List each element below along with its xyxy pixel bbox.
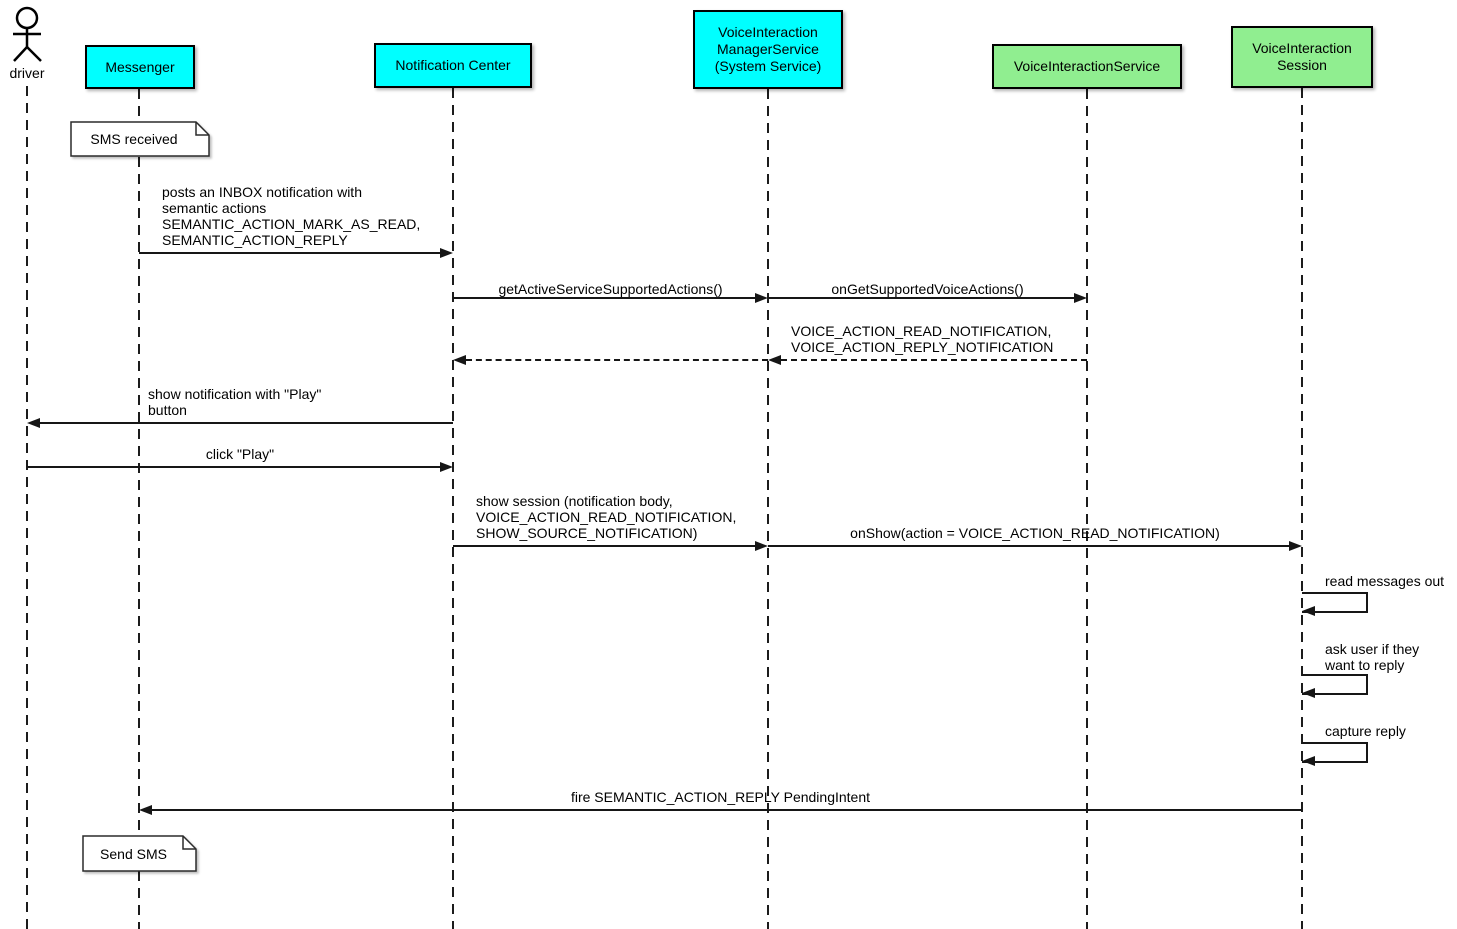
participant-notification-center: Notification Center xyxy=(374,43,532,88)
participant-voiceinteraction-session: VoiceInteraction Session xyxy=(1231,26,1373,88)
arrowhead-icon xyxy=(768,355,781,365)
msg-voice-actions-reply-line xyxy=(781,359,1087,361)
arrowhead-icon xyxy=(440,462,453,472)
participant-voiceinteraction-managerservice: VoiceInteraction ManagerService (System … xyxy=(693,10,843,89)
participant-voiceinteractionservice: VoiceInteractionService xyxy=(992,44,1182,89)
note-send-sms: Send SMS xyxy=(82,835,197,872)
msg-capture-reply-label: capture reply xyxy=(1325,723,1406,739)
arrowhead-icon xyxy=(1302,606,1315,616)
arrowhead-icon xyxy=(1302,688,1315,698)
msg-ask-user-reply-label: ask user if they want to reply xyxy=(1325,641,1420,673)
msg-show-notification-line xyxy=(40,422,453,424)
msg-fire-semantic-action-reply-line xyxy=(152,809,1302,811)
msg-read-messages-out-label: read messages out xyxy=(1325,573,1445,589)
lifeline-messenger xyxy=(138,89,140,929)
note-shape xyxy=(70,121,210,157)
arrowhead-icon xyxy=(755,293,768,303)
participant-messenger: Messenger xyxy=(85,45,195,89)
note-text: SMS received xyxy=(90,131,178,147)
lifeline-notification-center xyxy=(452,88,454,929)
arrowhead-icon xyxy=(1289,541,1302,551)
msg-voice-actions-reply-label: VOICE_ACTION_READ_NOTIFICATION, VOICE_AC… xyxy=(791,323,1054,355)
msg-show-session-line xyxy=(453,545,755,547)
msg-get-active-service-supported-actions-label: getActiveServiceSupportedActions() xyxy=(498,281,723,297)
note-sms-received: SMS received xyxy=(70,121,210,157)
msg-onshow-line xyxy=(768,545,1289,547)
msg-get-active-service-supported-actions-line xyxy=(453,297,755,299)
msg-fire-semantic-action-reply-label: fire SEMANTIC_ACTION_REPLY PendingIntent xyxy=(570,789,871,805)
arrowhead-icon xyxy=(453,355,466,365)
lifeline-voiceinteractionservice xyxy=(1086,89,1088,929)
msg-read-messages-out-selfloop xyxy=(1302,592,1368,613)
msg-posts-inbox-line xyxy=(139,252,441,254)
lifeline-voiceinteraction-session xyxy=(1301,88,1303,929)
msg-onshow-label: onShow(action = VOICE_ACTION_READ_NOTIFI… xyxy=(850,525,1220,541)
arrowhead-icon xyxy=(440,248,453,258)
msg-click-play-line xyxy=(27,466,440,468)
arrowhead-icon xyxy=(1302,756,1315,766)
note-text: Send SMS xyxy=(100,845,167,862)
msg-posts-inbox-label: posts an INBOX notification with semanti… xyxy=(162,184,421,248)
msg-ask-user-reply-selfloop xyxy=(1302,674,1368,695)
lifeline-voiceinteraction-managerservice xyxy=(767,89,769,929)
arrowhead-icon xyxy=(139,805,152,815)
arrowhead-icon xyxy=(27,418,40,428)
msg-reply-to-notification-center-line xyxy=(466,359,768,361)
msg-onget-supported-voice-actions-line xyxy=(768,297,1074,299)
msg-onget-supported-voice-actions-label: onGetSupportedVoiceActions() xyxy=(831,281,1024,297)
arrowhead-icon xyxy=(1074,293,1087,303)
msg-click-play-label: click "Play" xyxy=(205,446,275,462)
arrowhead-icon xyxy=(755,541,768,551)
msg-show-notification-label: show notification with "Play" button xyxy=(148,386,322,418)
msg-capture-reply-selfloop xyxy=(1302,742,1368,763)
msg-show-session-label: show session (notification body, VOICE_A… xyxy=(476,493,737,541)
actor-stick-figure-icon xyxy=(13,6,42,62)
actor-label: driver xyxy=(9,65,45,81)
lifeline-driver xyxy=(26,86,28,929)
note-shape xyxy=(82,835,197,872)
